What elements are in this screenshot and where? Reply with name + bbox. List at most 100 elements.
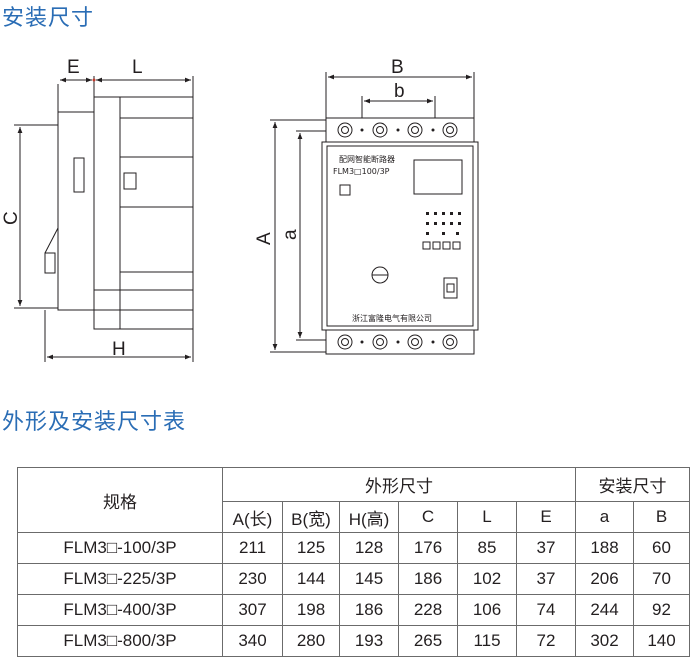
value-cell: 280	[282, 625, 340, 657]
terminal-screw	[376, 338, 384, 346]
install-header: 安装尺寸	[575, 467, 690, 502]
value-cell: 188	[575, 532, 634, 564]
value-cell: 74	[516, 594, 576, 626]
terminal-screw	[376, 126, 384, 134]
value-cell: 340	[222, 625, 283, 657]
spec-cell: FLM3□-100/3P	[17, 532, 223, 564]
indicator-led	[450, 222, 453, 225]
terminal-screw	[411, 338, 419, 346]
outline-table-title: 外形及安装尺寸表	[2, 410, 187, 435]
value-cell: 193	[339, 625, 399, 657]
outline-header: 外形尺寸	[222, 467, 576, 502]
terminal-marker	[360, 340, 364, 344]
install-dimensions-title: 安装尺寸	[2, 6, 95, 31]
terminal-screws	[337, 122, 458, 350]
terminal-screw	[341, 338, 349, 346]
terminal-screw	[407, 122, 423, 138]
terminal-screw	[337, 122, 353, 138]
terminal-marker	[396, 128, 400, 132]
device-model: FLM3□100/3P	[333, 167, 390, 176]
terminal-screw	[442, 334, 458, 350]
spec-cell: FLM3□-800/3P	[17, 625, 223, 657]
device-maker: 浙江富隆电气有限公司	[352, 313, 432, 323]
indicator-led	[434, 222, 437, 225]
value-cell: 128	[339, 532, 399, 564]
value-cell: 211	[222, 532, 283, 564]
col-header: L	[457, 501, 517, 533]
value-cell: 102	[457, 563, 517, 595]
dim-label-B: B	[391, 57, 404, 78]
indicator-led	[426, 222, 429, 225]
indicator-led	[458, 222, 461, 225]
indicator-led	[434, 212, 437, 215]
value-cell: 302	[575, 625, 634, 657]
col-header: A(长)	[222, 501, 283, 533]
terminal-marker	[360, 128, 364, 132]
terminal-marker	[431, 340, 435, 344]
value-cell: 37	[516, 532, 576, 564]
indicator-leds	[426, 212, 461, 235]
indicator-led	[442, 232, 445, 235]
col-header: C	[398, 501, 458, 533]
dimension-drawing: E L C H B b A a 配网智能断路器 FLM3□100/3P 浙江富隆…	[1, 57, 479, 362]
indicator-led	[426, 212, 429, 215]
value-cell: 186	[339, 594, 399, 626]
value-cell: 144	[282, 563, 340, 595]
terminal-marker	[431, 128, 435, 132]
dim-label-a: a	[280, 229, 301, 240]
col-header: B	[633, 501, 690, 533]
value-cell: 140	[633, 625, 690, 657]
spec-header: 规格	[17, 467, 223, 533]
table-row: FLM3□-400/3P 307 198 186 228 106 74 244 …	[17, 594, 690, 626]
table-row: FLM3□-800/3P 340 280 193 265 115 72 302 …	[17, 625, 690, 657]
dim-label-b: b	[394, 81, 405, 102]
dim-label-L: L	[132, 57, 143, 78]
dim-label-C: C	[1, 211, 22, 225]
value-cell: 60	[633, 532, 690, 564]
dim-label-E: E	[67, 57, 80, 78]
indicator-led	[426, 232, 429, 235]
value-cell: 244	[575, 594, 634, 626]
spec-table: 规格 外形尺寸 安装尺寸 A(长) B(宽) H(高) C L E a B FL…	[17, 467, 690, 657]
indicator-led	[458, 212, 461, 215]
terminal-screw	[446, 338, 454, 346]
value-cell: 70	[633, 563, 690, 595]
side-view	[14, 76, 194, 362]
col-header: H(高)	[339, 501, 399, 533]
col-header: B(宽)	[282, 501, 340, 533]
value-cell: 307	[222, 594, 283, 626]
col-header: E	[516, 501, 576, 533]
table-row: FLM3□-100/3P 211 125 128 176 85 37 188 6…	[17, 532, 690, 564]
terminal-screw	[372, 122, 388, 138]
spec-cell: FLM3□-400/3P	[17, 594, 223, 626]
value-cell: 145	[339, 563, 399, 595]
dim-label-H: H	[112, 339, 126, 360]
terminal-screw	[407, 334, 423, 350]
spec-cell: FLM3□-225/3P	[17, 563, 223, 595]
value-cell: 265	[398, 625, 458, 657]
value-cell: 198	[282, 594, 340, 626]
dim-label-A: A	[254, 232, 275, 245]
terminal-marker	[396, 340, 400, 344]
value-cell: 85	[457, 532, 517, 564]
value-cell: 72	[516, 625, 576, 657]
front-view	[270, 72, 479, 355]
terminal-screw	[337, 334, 353, 350]
value-cell: 106	[457, 594, 517, 626]
terminal-screw	[411, 126, 419, 134]
table-row: FLM3□-225/3P 230 144 145 186 102 37 206 …	[17, 563, 690, 595]
value-cell: 125	[282, 532, 340, 564]
value-cell: 176	[398, 532, 458, 564]
device-name: 配网智能断路器	[339, 154, 395, 164]
value-cell: 206	[575, 563, 634, 595]
terminal-screw	[341, 126, 349, 134]
terminal-screw	[446, 126, 454, 134]
indicator-led	[456, 232, 459, 235]
indicator-led	[450, 212, 453, 215]
value-cell: 115	[457, 625, 517, 657]
value-cell: 230	[222, 563, 283, 595]
col-header: a	[575, 501, 634, 533]
value-cell: 92	[633, 594, 690, 626]
value-cell: 228	[398, 594, 458, 626]
indicator-led	[442, 212, 445, 215]
